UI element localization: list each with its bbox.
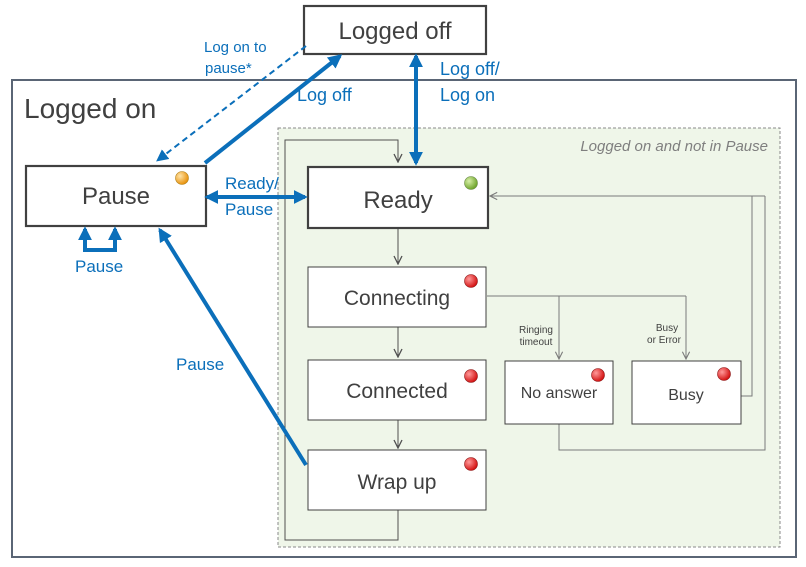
busy-return-line [741,196,753,397]
ready-pause-label-1: Ready/ [225,174,279,193]
wrap-up-state [307,449,487,511]
connecting-state [307,266,487,328]
wrap-up-status-red-icon [464,457,478,471]
wrapup-to-pause-arrow [158,227,308,467]
no-answer-label: No answer [521,385,598,402]
ringing-timeout-label-2: timeout [520,337,553,348]
busy-label: Busy [668,387,704,404]
busy-status-red-icon [717,367,731,381]
log-off-log-on-label-1: Log off/ [440,59,500,79]
busy-error-label-1: Busy [656,323,678,334]
ringing-timeout-label-1: Ringing [519,325,553,336]
logged-off-state [302,4,488,56]
ready-pause-label-2: Pause [225,200,273,219]
pause-from-wrapup-label: Pause [176,355,224,374]
no-answer-status-red-icon [591,368,605,382]
connected-state [307,359,487,421]
connected-label: Connected [346,380,448,403]
connected-status-red-icon [464,369,478,383]
wrap-up-label: Wrap up [358,471,437,494]
connecting-status-red-icon [464,274,478,288]
pause-label: Pause [82,183,150,210]
busy-error-label-2: or Error [647,335,682,346]
log-off-log-on-label-2: Log on [440,85,495,105]
log-on-to-pause-label-2: pause* [205,60,252,77]
log-on-to-pause-arrow [156,45,307,162]
pause-log-off-arrow [203,54,343,165]
logged-off-label: Logged off [338,18,451,45]
log-off-label: Log off [297,85,353,105]
ready-state [306,165,490,230]
ready-label: Ready [363,187,432,214]
log-on-to-pause-label-1: Log on to [204,39,267,56]
pause-self-label: Pause [75,257,123,276]
not-in-pause-label: Logged on and not in Pause [580,138,768,155]
ready-status-green-icon [464,176,478,190]
pause-self-loop-arrow [78,226,122,252]
noanswer-return-line [558,196,766,451]
wrapup-to-ready-loop [284,139,398,541]
pause-status-orange-icon [175,171,189,185]
connecting-label: Connecting [344,287,450,310]
logged-on-label: Logged on [24,93,156,124]
